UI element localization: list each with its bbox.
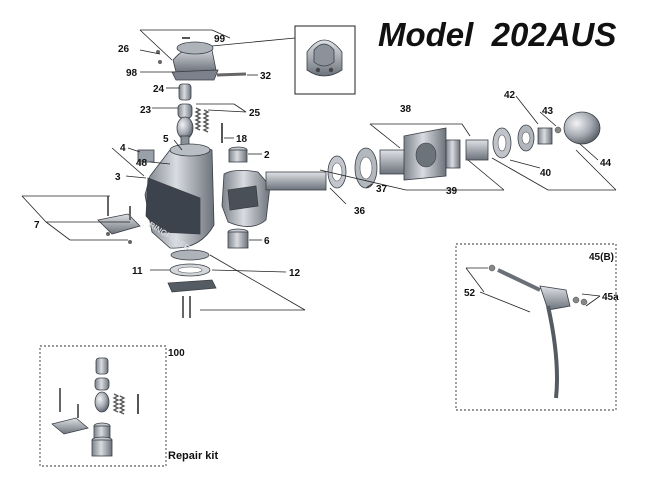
callout-23: 23 (140, 105, 152, 116)
part-lower-rings (167, 249, 217, 318)
callout-4: 4 (120, 143, 126, 154)
callout-48: 48 (136, 158, 148, 169)
callout-39: 39 (446, 186, 458, 197)
callout-12: 12 (289, 268, 301, 279)
callout-37: 37 (376, 184, 388, 195)
callout-7: 7 (34, 220, 40, 231)
callout-99: 99 (214, 34, 226, 45)
callout-44: 44 (600, 158, 612, 169)
callout-38: 38 (400, 104, 412, 115)
callout-5: 5 (163, 134, 169, 145)
repair-kit-box (39, 345, 167, 467)
callout-43: 43 (542, 106, 554, 117)
callout-40: 40 (540, 168, 552, 179)
part-main-body: RINGFEDER (137, 143, 215, 253)
callout-45a: 45a (602, 292, 619, 303)
repair-kit-label: Repair kit (168, 450, 218, 462)
part-yoke-drawbar (221, 170, 327, 227)
callout-2: 2 (264, 150, 270, 161)
part-plunger-stack (176, 83, 223, 147)
callout-26: 26 (118, 44, 130, 55)
part-end-cap-set (492, 111, 601, 159)
cover-detail-part (306, 39, 343, 77)
callout-18: 18 (236, 134, 248, 145)
part-repair-kit (51, 357, 139, 457)
callout-42: 42 (504, 90, 516, 101)
part-coupling-housing (379, 127, 489, 181)
part-cover-assembly (156, 37, 247, 81)
part-buffer-washers (327, 147, 378, 189)
callout-98: 98 (126, 68, 138, 79)
callout-6: 6 (264, 236, 270, 247)
lever-kit-box (455, 243, 617, 411)
model-title: Model 202AUS (378, 16, 617, 53)
part-bush-lower (227, 228, 249, 249)
part-mount-plate (97, 196, 141, 244)
callout-36: 36 (354, 206, 366, 217)
callout-3: 3 (115, 172, 121, 183)
callout-52: 52 (464, 288, 476, 299)
callout-25: 25 (249, 108, 261, 119)
part-release-lever (488, 264, 588, 399)
part-bush-upper (228, 146, 248, 163)
callout-24: 24 (153, 84, 165, 95)
callout-11: 11 (132, 266, 143, 277)
callout-32: 32 (260, 71, 272, 82)
callout-45b: 45(B) (589, 252, 614, 263)
callout-100: 100 (168, 348, 185, 359)
